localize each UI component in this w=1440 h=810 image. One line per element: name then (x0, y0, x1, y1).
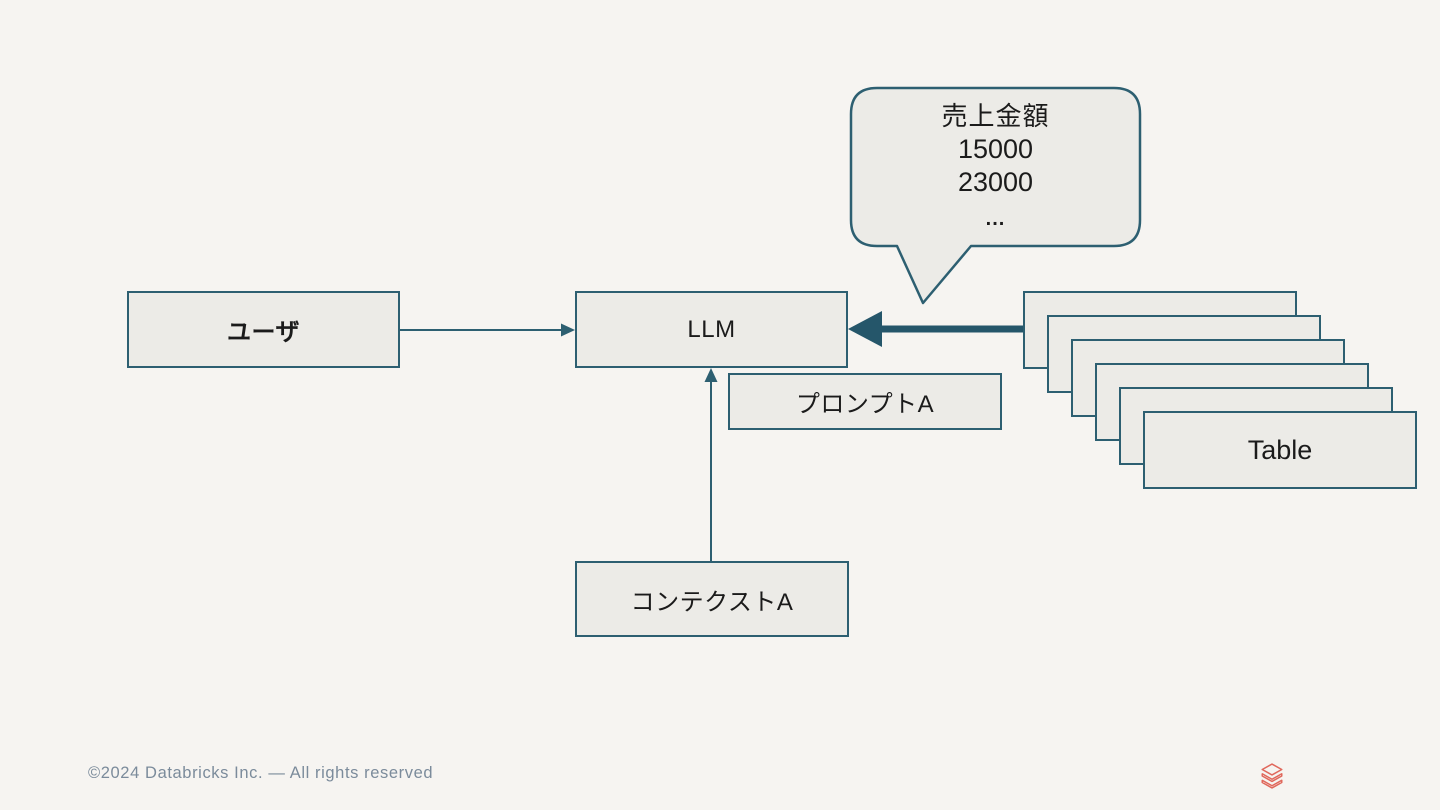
user-node-label: ユーザ (226, 319, 301, 346)
bubble-ellipsis: ... (985, 208, 1006, 230)
speech-bubble-shape (849, 86, 1142, 305)
arrow-user-to-llm (400, 323, 575, 337)
llm-node-label: LLM (687, 315, 736, 343)
llm-node: LLM (575, 291, 848, 368)
context-node: コンテクストA (575, 561, 849, 637)
arrow-context-to-llm (704, 368, 718, 561)
table-stack-front-card: Table (1143, 411, 1417, 489)
table-node-label: Table (1247, 434, 1313, 465)
databricks-logo-icon (1261, 763, 1283, 789)
context-node-label: コンテクストA (630, 588, 794, 616)
bubble-value-2: 23000 (957, 167, 1034, 197)
user-node: ユーザ (127, 291, 400, 368)
prompt-node-label: プロンプトA (795, 391, 935, 418)
copyright-text: ©2024 Databricks Inc. — All rights reser… (88, 764, 434, 782)
bubble-title: 売上金額 (941, 101, 1050, 131)
arrow-table-to-llm (848, 311, 1024, 347)
prompt-node: プロンプトA (728, 373, 1002, 430)
speech-bubble: 売上金額 15000 23000 ... (851, 100, 1140, 240)
bubble-value-1: 15000 (957, 134, 1034, 164)
